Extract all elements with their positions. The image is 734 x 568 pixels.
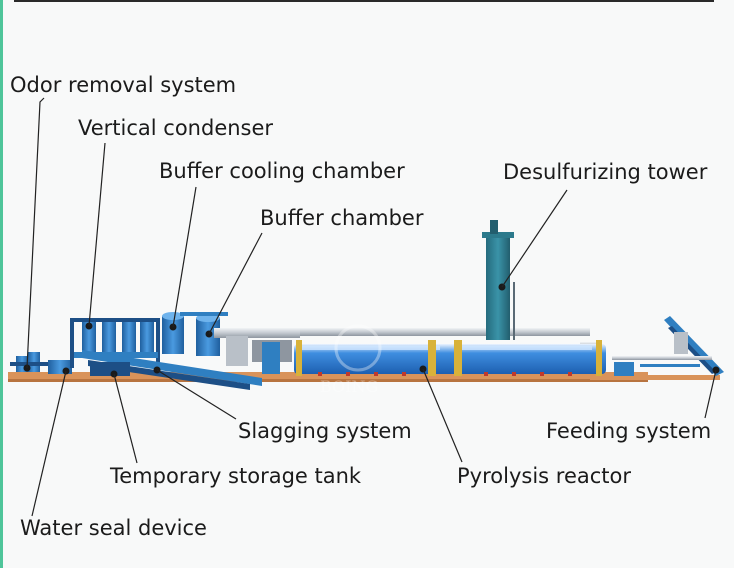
leader-feeding: [704, 369, 717, 419]
leader-buffer-chamber: [208, 232, 263, 335]
leader-lines: [26, 97, 717, 517]
left-accent-line: [0, 0, 3, 568]
label-vertical-condenser: Vertical condenser: [78, 116, 274, 140]
leader-desulfurizing: [501, 189, 568, 288]
leader-slagging: [156, 369, 237, 420]
base-platform: [8, 372, 720, 382]
desulfurizing-tower: [482, 220, 515, 340]
slagging-system: [82, 350, 262, 390]
svg-text:BOING: BOING: [320, 377, 378, 396]
leader-vertical-condenser: [88, 142, 106, 327]
feeding-system: [612, 316, 724, 376]
leader-odor-removal: [26, 97, 45, 369]
label-buffer-chamber: Buffer chamber: [260, 206, 424, 230]
pyrolysis-reactor: [262, 340, 606, 376]
label-feeding-system: Feeding system: [546, 419, 712, 443]
label-desulfurizing-tower: Desulfurizing tower: [503, 160, 708, 184]
label-buffer-cooling-chamber: Buffer cooling chamber: [159, 159, 405, 183]
buffer-cooling-chamber: [162, 312, 184, 354]
label-water-seal-device: Water seal device: [20, 516, 207, 540]
watermark-logo: BOING: [320, 324, 382, 396]
label-pyrolysis-reactor: Pyrolysis reactor: [457, 464, 631, 488]
vertical-condenser: [70, 318, 160, 368]
label-slagging-system: Slagging system: [238, 419, 412, 443]
leader-buffer-cooling: [172, 186, 197, 328]
burner-row: [318, 372, 572, 376]
odor-removal-system: [10, 352, 50, 372]
leader-pyrolysis: [422, 368, 463, 463]
water-seal-device: [48, 360, 72, 375]
label-odor-removal-system: Odor removal system: [10, 73, 237, 97]
leader-temporary-storage: [113, 373, 138, 464]
label-temporary-storage-tank: Temporary storage tank: [110, 464, 362, 488]
leader-water-seal: [31, 370, 67, 517]
top-border-line: [14, 0, 714, 2]
